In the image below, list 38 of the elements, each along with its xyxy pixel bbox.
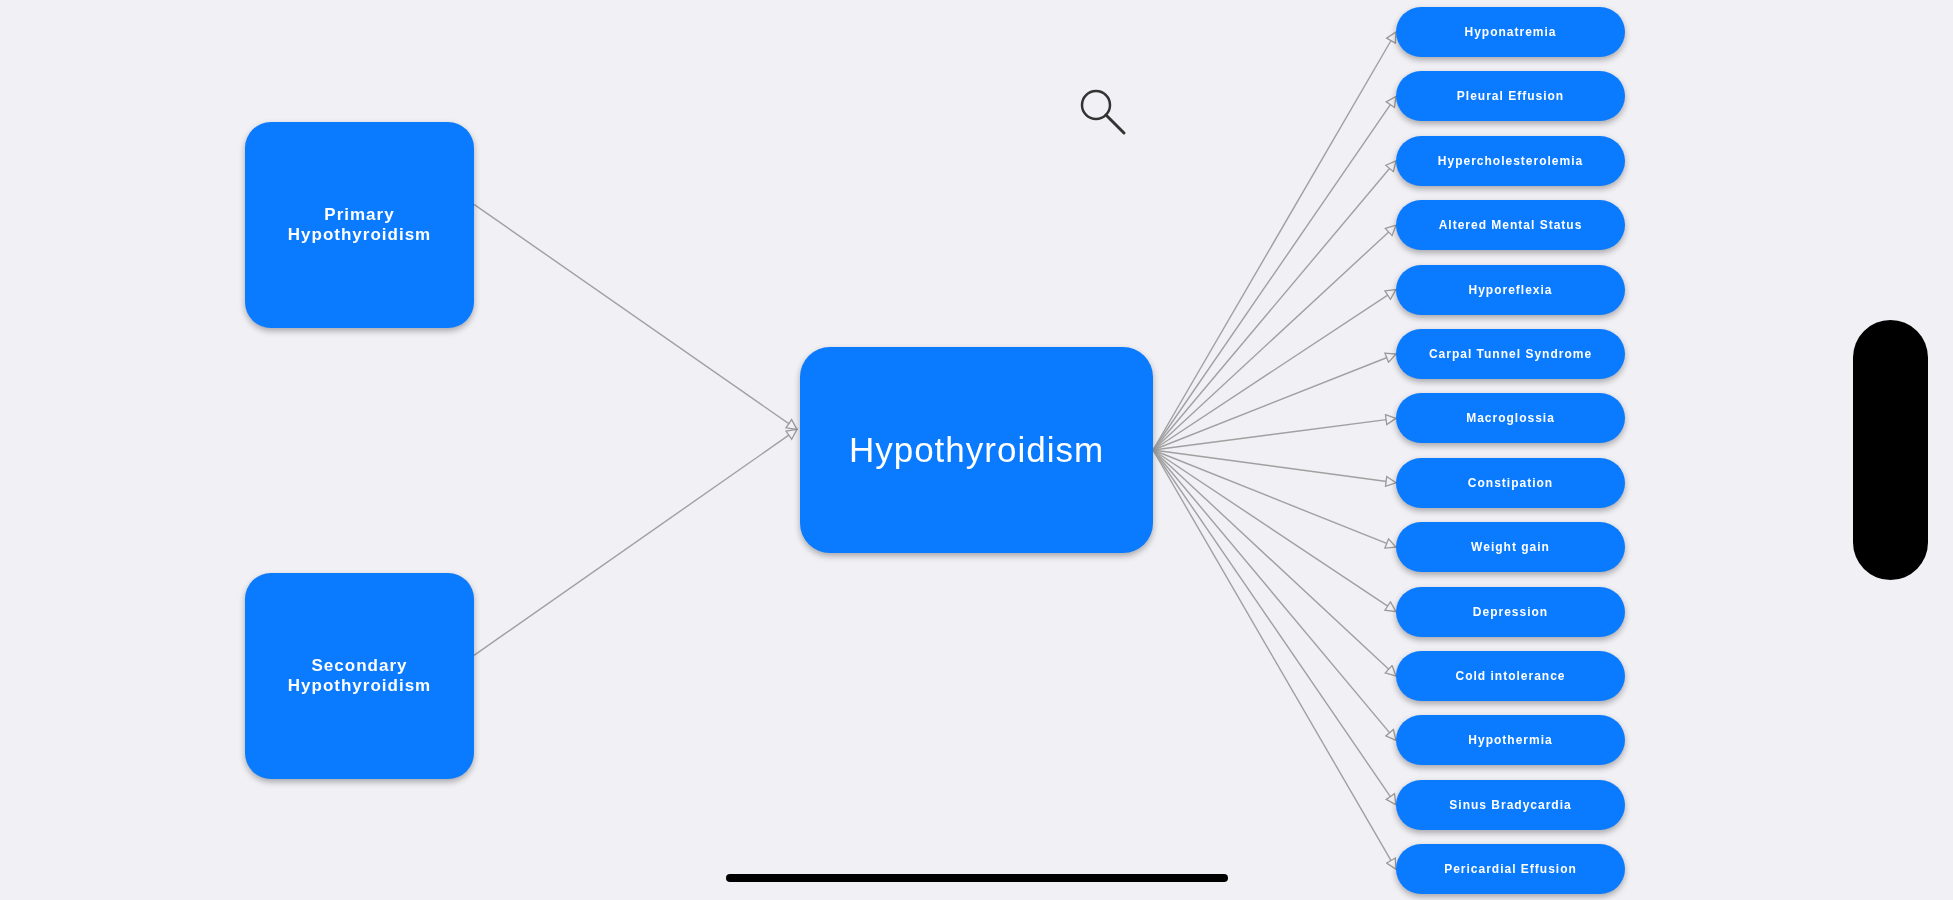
node-label: Hyponatremia [1464,25,1557,39]
symptom-box [1396,522,1625,573]
arrow [473,428,798,657]
node-label: Primary Hypothyroidism [286,205,433,245]
symptom-box [1396,7,1625,57]
node-label: Weight gain [1471,540,1550,555]
symptom-box [1396,844,1625,895]
node-label: Hyporeflexia [1468,282,1553,297]
condition-box [800,347,1153,553]
symptom-box [1396,651,1625,701]
node-label: Cold intolerance [1455,669,1566,683]
symptom-box [1396,200,1625,251]
condition-box [245,122,474,328]
symptom-box [1396,264,1625,315]
node-label: Depression [1472,604,1549,619]
node-label: Carpal Tunnel Syndrome [1428,347,1593,361]
node-label: Sinus Bradycardia [1449,797,1572,812]
arrow [473,203,798,431]
symptom-box [1396,135,1625,186]
node-label: Hypothermia [1468,733,1553,748]
node-label: Pericardial Effusion [1444,862,1577,877]
node-label: Altered Mental Status [1438,218,1583,233]
arrow [1152,449,1397,488]
condition-box [245,573,474,779]
symptom-box [1396,715,1625,766]
arrow [1152,414,1397,451]
symptom-box [1396,779,1625,830]
symptom-box [1396,586,1625,637]
node-label: Pleural Effusion [1456,89,1565,104]
node-label: Secondary Hypothyroidism [286,656,433,696]
symptom-box [1396,329,1625,379]
node-label: Hypothyroidism [848,430,1105,470]
symptom-box [1396,393,1625,444]
node-label: Macroglossia [1466,411,1555,426]
symptom-box [1396,71,1625,122]
node-label: Constipation [1467,475,1554,490]
node-label: Hypercholesterolemia [1437,153,1584,168]
symptom-box [1396,457,1625,508]
